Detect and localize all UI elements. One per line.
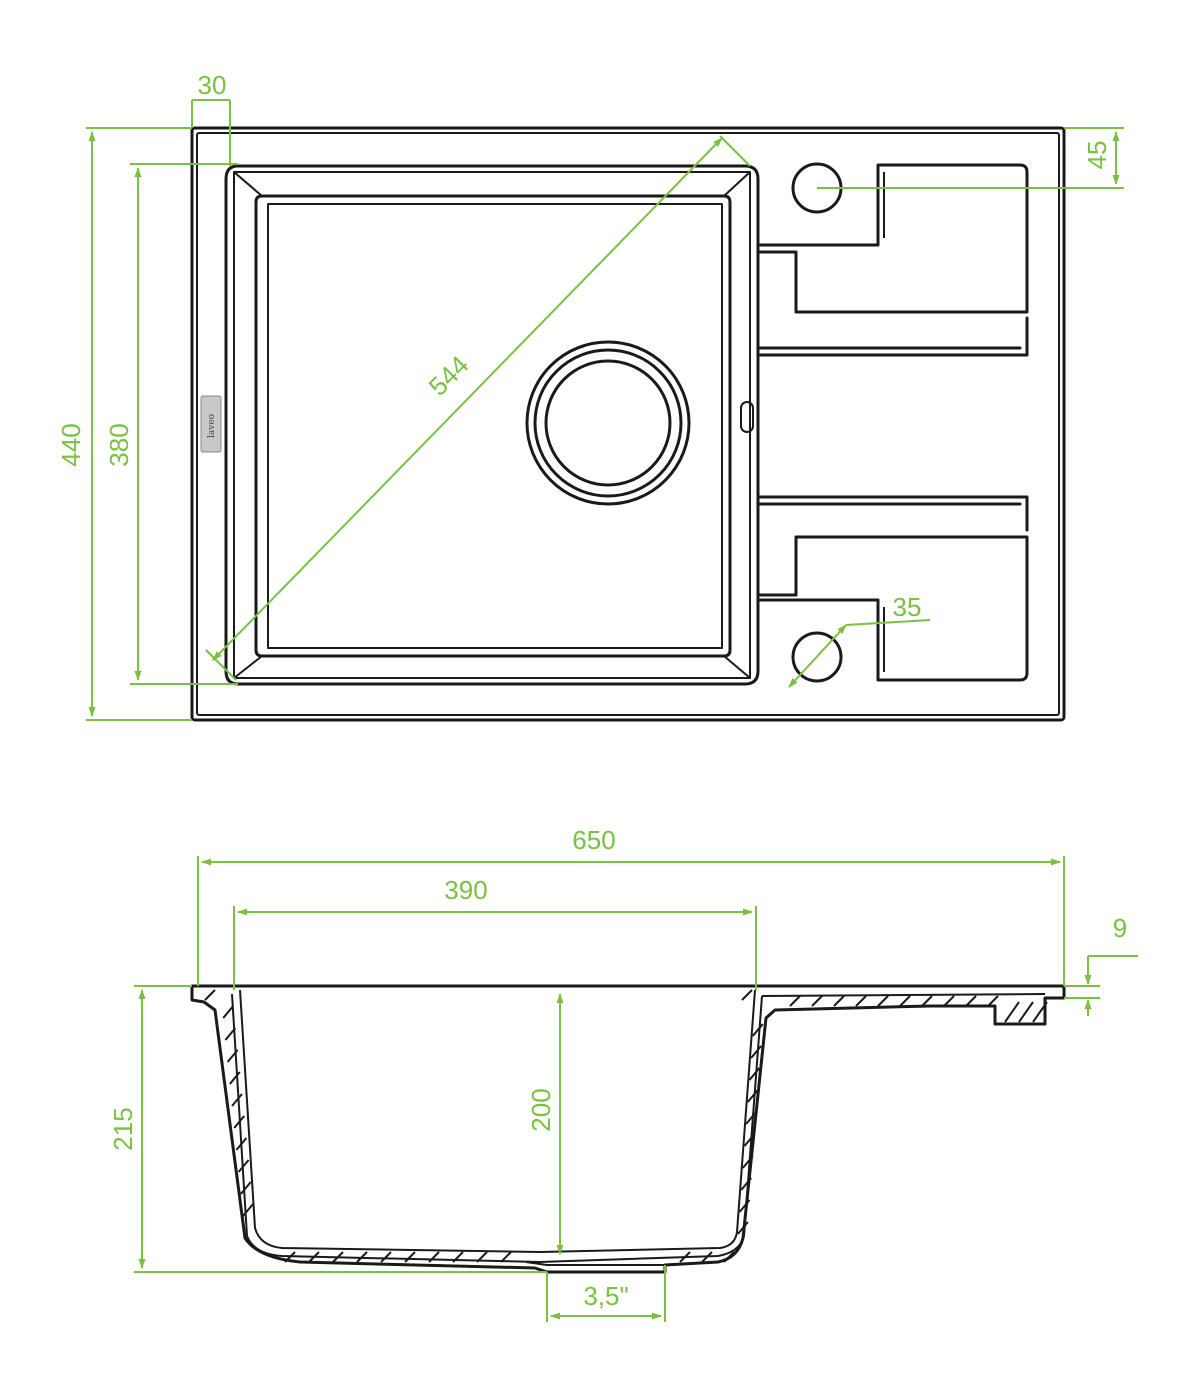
hatch-line xyxy=(235,1137,248,1151)
hatch-line xyxy=(284,1251,296,1263)
hatch-line xyxy=(701,1251,713,1263)
dim-drain-size: 3,5" xyxy=(546,1265,666,1322)
hatch-line xyxy=(743,1133,756,1147)
hatch-line xyxy=(332,1251,344,1263)
svg-text:9: 9 xyxy=(1113,913,1127,943)
dim-bowl-height: 200 xyxy=(526,993,564,1255)
hatch-line xyxy=(404,1251,416,1263)
sink-outer-rim xyxy=(190,126,1066,722)
hatch-line xyxy=(237,1159,250,1173)
hatch-line xyxy=(452,1251,464,1263)
hatch-line xyxy=(745,1111,757,1125)
hatch-line xyxy=(751,1023,764,1037)
hatch-line xyxy=(1032,1001,1048,1023)
section-hatching xyxy=(204,989,1048,1263)
hatch-line xyxy=(224,1027,237,1041)
hatch-line xyxy=(679,1251,691,1263)
drainer-board xyxy=(758,163,1029,682)
svg-text:440: 440 xyxy=(56,423,86,466)
svg-text:45: 45 xyxy=(1082,141,1112,170)
svg-text:3,5": 3,5" xyxy=(583,1281,628,1311)
hatch-line xyxy=(723,1251,735,1263)
drain-top xyxy=(525,340,691,506)
dim-bowl-width: 390 xyxy=(233,875,757,990)
hatch-line xyxy=(240,1181,252,1195)
side-view: 650 390 9 215 200 xyxy=(108,825,1138,1322)
svg-text:390: 390 xyxy=(444,875,487,905)
hatch-line xyxy=(233,1115,245,1129)
hatch-line xyxy=(899,995,911,1007)
svg-text:200: 200 xyxy=(526,1088,556,1131)
hatch-line xyxy=(748,1067,761,1081)
hatch-line xyxy=(428,1251,440,1263)
sink-cross-section xyxy=(190,984,1066,1274)
svg-text:380: 380 xyxy=(104,423,134,466)
svg-text:215: 215 xyxy=(108,1107,138,1150)
hatch-line xyxy=(737,1221,749,1235)
hatch-line xyxy=(943,995,955,1007)
hatch-line xyxy=(204,989,216,1001)
hatch-line xyxy=(740,1177,752,1191)
hatch-line xyxy=(1004,1001,1020,1023)
hatch-line xyxy=(308,1251,320,1263)
hatch-line xyxy=(747,1089,759,1103)
hatch-line xyxy=(1018,1001,1034,1023)
svg-text:544: 544 xyxy=(423,350,475,402)
hatch-line xyxy=(877,995,889,1007)
hatch-line xyxy=(811,995,823,1007)
hatch-line xyxy=(229,1071,241,1085)
svg-text:35: 35 xyxy=(893,592,922,622)
hatch-line xyxy=(750,1045,762,1059)
bowl-top xyxy=(224,164,760,686)
dim-tap-diameter: 35 xyxy=(788,592,931,688)
hatch-line xyxy=(789,995,801,1007)
hatch-line xyxy=(921,995,933,1007)
svg-text:30: 30 xyxy=(198,70,227,100)
hatch-line xyxy=(987,995,999,1007)
overflow-slot xyxy=(740,401,754,433)
hatch-line xyxy=(222,1005,234,1019)
top-view: laveo 30 440 380 544 xyxy=(56,70,1124,722)
hatch-line xyxy=(226,1049,239,1063)
dim-total-width: 650 xyxy=(197,825,1065,986)
hatch-line xyxy=(242,1203,254,1217)
hatch-line xyxy=(500,1251,512,1263)
hatch-line xyxy=(855,995,867,1007)
brand-logo: laveo xyxy=(200,395,222,453)
hatch-line xyxy=(738,1199,751,1213)
hatch-line xyxy=(833,995,845,1007)
dim-rim-width: 30 xyxy=(191,70,231,166)
svg-text:laveo: laveo xyxy=(207,414,217,438)
svg-text:650: 650 xyxy=(572,825,615,855)
dim-rim-thickness: 9 xyxy=(1064,913,1138,1016)
hatch-line xyxy=(742,1155,754,1169)
dim-tap-offset: 45 xyxy=(817,127,1124,189)
hatch-line xyxy=(231,1093,243,1107)
hatch-line xyxy=(741,989,753,1001)
hatch-line xyxy=(476,1251,488,1263)
hatch-line xyxy=(356,1251,368,1263)
dim-total-depth: 440 xyxy=(56,127,192,721)
hatch-line xyxy=(380,1251,392,1263)
hatch-line xyxy=(965,995,977,1007)
dim-total-height: 215 xyxy=(108,985,547,1273)
